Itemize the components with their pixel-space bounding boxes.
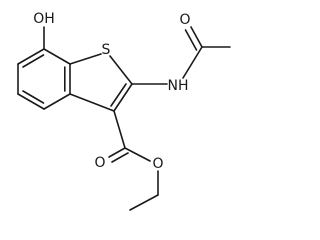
- bond-ch2-ch3: [129, 194, 159, 211]
- bonds: [17, 26, 231, 211]
- bond-inner-c5-c4: [22, 90, 45, 104]
- bond-inner-c7-c6: [22, 54, 45, 68]
- bond-c2-c3-inner: [110, 83, 127, 107]
- atom-ester-carbonyl-oxygen: O: [94, 155, 105, 171]
- atom-acetyl-oxygen: O: [179, 12, 190, 28]
- bond-ccarboxyl-o-b: [111, 152, 129, 163]
- bond-c3-ccarboxyl: [113, 110, 126, 149]
- atom-hydroxyl: OH: [33, 11, 55, 27]
- bond-c7-c7a: [43, 48, 71, 65]
- bond-c7a-s: [69, 53, 102, 65]
- atom-labels: OH S NH O O O: [33, 11, 190, 172]
- atom-amide-nitrogen: NH: [168, 78, 189, 94]
- bond-c3-c3a: [69, 93, 115, 112]
- atom-ester-ether-oxygen: O: [152, 156, 163, 172]
- bond-n-cacyl: [182, 46, 203, 79]
- bond-s-c2: [109, 55, 133, 85]
- bond-ccarboxyl-o-a: [108, 147, 126, 158]
- bond-ccarboxyl-oether: [124, 147, 151, 162]
- atom-sulfur: S: [102, 42, 111, 58]
- bond-c5-c4: [17, 93, 45, 110]
- bond-c7-c6: [17, 48, 45, 65]
- bond-cacyl-o-a: [190, 26, 203, 48]
- structure-diagram: OH S NH O O O: [17, 11, 231, 211]
- bond-c2-c3: [113, 83, 133, 112]
- bond-cacyl-o-b: [184, 29, 198, 51]
- bond-c4-c3a: [43, 93, 71, 110]
